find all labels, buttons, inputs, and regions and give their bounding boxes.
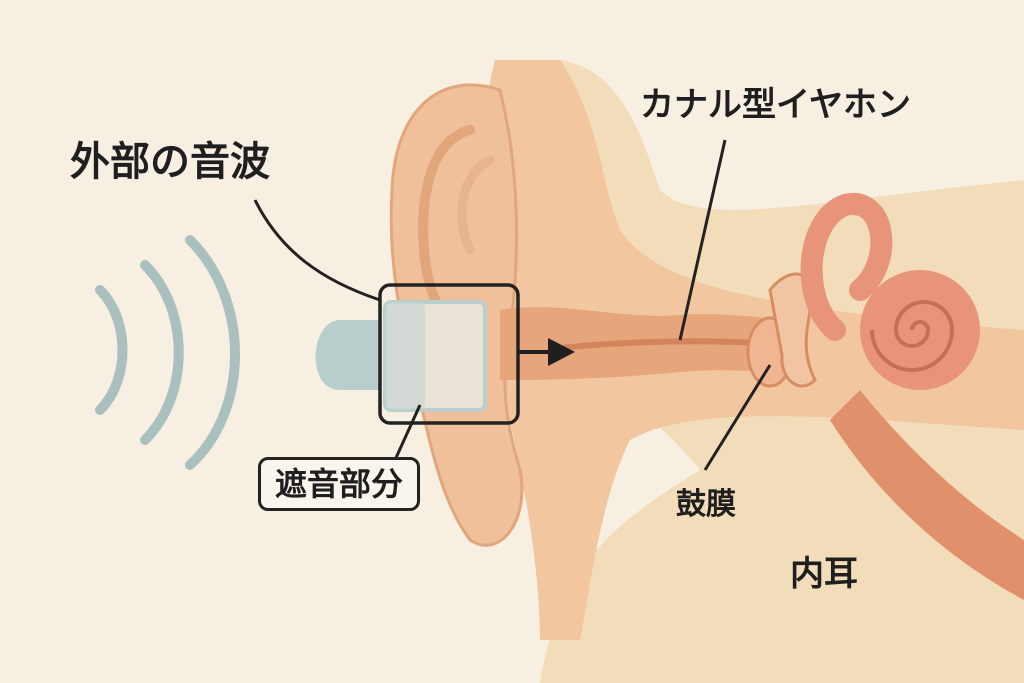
label-sound-blocking: 遮音部分 [258,457,421,511]
ear-fold-inner [457,155,495,255]
cochlea-spiral [870,300,955,372]
label-external-sound: 外部の音波 [70,139,270,185]
label-canal-earphone: カナル型イヤホン [640,85,911,125]
sound-direction-arrow [518,338,575,366]
sound-wave-3 [185,235,240,470]
ossicles [768,272,817,388]
earphone-nozzle [315,320,380,390]
leader-eardrum [703,364,772,471]
leader-external-sound [253,199,381,302]
earphone-body-shade [385,302,425,410]
label-eardrum: 鼓膜 [676,487,736,522]
leader-sound-blocking [393,404,422,461]
sound-wave-2 [140,260,184,445]
semicircular-canals [800,193,893,341]
leader-canal-earphone [678,139,727,341]
cochlea [860,270,980,390]
sound-wave-1 [95,285,128,415]
label-inner-ear: 内耳 [790,554,858,594]
auditory-tube [830,390,1024,600]
